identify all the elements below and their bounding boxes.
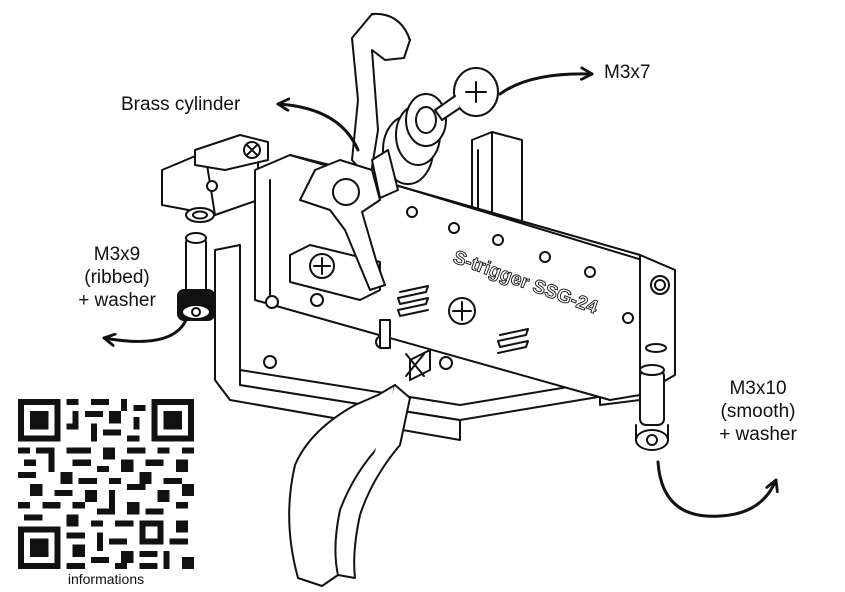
trigger-blade <box>288 384 411 587</box>
screw-m3x10 <box>635 343 669 451</box>
qr-code[interactable] <box>18 399 194 569</box>
label-m3x10-type: (smooth) <box>720 401 796 422</box>
label-m3x9-type: (ribbed) <box>84 267 150 288</box>
left-mount <box>161 134 269 223</box>
label-m3x9-washer: + washer <box>78 290 156 311</box>
label-m3x9-size: M3x9 <box>93 244 141 265</box>
label-m3x9: M3x9 (ribbed) + washer <box>48 243 186 312</box>
label-m3x7: M3x7 <box>604 62 651 83</box>
label-m3x10: M3x10 (smooth) + washer <box>688 377 828 446</box>
label-brass-cylinder: Brass cylinder <box>121 94 241 115</box>
screw-m3x9 <box>177 232 215 321</box>
springs <box>379 285 529 354</box>
qr-caption: informations <box>67 571 145 587</box>
screw-m3x7 <box>434 67 499 121</box>
arrow-m3x7 <box>498 74 594 96</box>
arrow-m3x10 <box>656 460 776 518</box>
sear-lever <box>299 159 386 291</box>
label-m3x10-washer: + washer <box>719 424 797 445</box>
safety-lever <box>351 12 411 181</box>
label-m3x10-size: M3x10 <box>729 378 787 399</box>
brass-cylinder <box>371 93 447 199</box>
arrow-m3x9 <box>102 318 188 341</box>
arrow-brass-cylinder <box>276 104 360 152</box>
